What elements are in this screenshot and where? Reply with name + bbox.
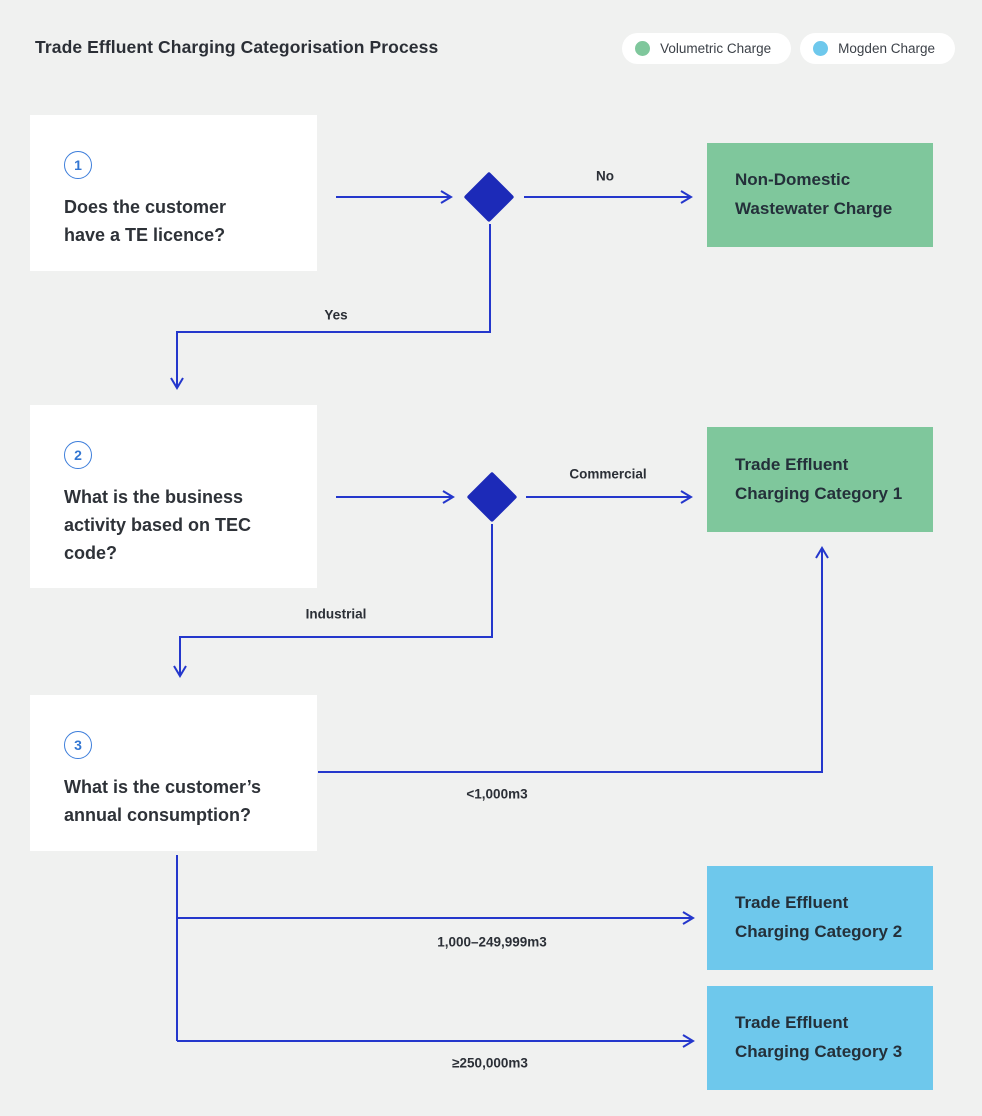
outcome-charging-category-2: Trade Effluent Charging Category 2 bbox=[707, 866, 933, 970]
step-number-badge: 2 bbox=[64, 441, 92, 469]
connector-decision1-no bbox=[524, 190, 693, 204]
connector-branch-category2 bbox=[177, 911, 695, 925]
question-card-3: 3 What is the customer’s annual consumpt… bbox=[30, 695, 317, 851]
connector-q3-under1000 bbox=[318, 546, 829, 773]
decision-diamond-2 bbox=[466, 471, 518, 523]
question-text: What is the business activity based on T… bbox=[64, 487, 252, 563]
question-card-2: 2 What is the business activity based on… bbox=[30, 405, 317, 588]
edge-label-mid-range: 1,000–249,999m3 bbox=[437, 934, 547, 950]
outcome-non-domestic-wastewater-charge: Non-Domestic Wastewater Charge bbox=[707, 143, 933, 247]
edge-label-commercial: Commercial bbox=[569, 466, 647, 482]
edge-label-over-250k: ≥250,000m3 bbox=[452, 1055, 528, 1071]
outcome-label: Non-Domestic Wastewater Charge bbox=[735, 170, 893, 218]
question-text: What is the customer’s annual consumptio… bbox=[64, 777, 262, 825]
mogden-dot-icon bbox=[813, 41, 829, 56]
question-text: Does the customer have a TE licence? bbox=[64, 197, 227, 245]
outcome-charging-category-1: Trade Effluent Charging Category 1 bbox=[707, 427, 933, 532]
legend-item-mogden: Mogden Charge bbox=[800, 33, 955, 64]
edge-label-industrial: Industrial bbox=[305, 606, 367, 622]
decision-diamond-1 bbox=[463, 171, 515, 223]
legend: Volumetric Charge Mogden Charge bbox=[622, 33, 955, 64]
edge-label-under-1000: <1,000m3 bbox=[466, 786, 528, 802]
outcome-label: Trade Effluent Charging Category 3 bbox=[735, 1013, 903, 1061]
page-title: Trade Effluent Charging Categorisation P… bbox=[35, 37, 439, 57]
step-number-badge: 3 bbox=[64, 731, 92, 759]
outcome-label: Trade Effluent Charging Category 2 bbox=[735, 893, 903, 941]
connector-decision2-commercial bbox=[526, 490, 693, 504]
volumetric-dot-icon bbox=[635, 41, 651, 56]
outcome-label: Trade Effluent Charging Category 1 bbox=[735, 454, 903, 503]
connector-q1-to-decision1 bbox=[336, 190, 453, 204]
legend-item-volumetric: Volumetric Charge bbox=[622, 33, 792, 64]
question-card-1: 1 Does the customer have a TE licence? bbox=[30, 115, 317, 271]
legend-label: Mogden Charge bbox=[838, 41, 935, 56]
legend-label: Volumetric Charge bbox=[660, 41, 772, 56]
edge-label-yes: Yes bbox=[324, 307, 348, 323]
outcome-charging-category-3: Trade Effluent Charging Category 3 bbox=[707, 986, 933, 1090]
connector-branch-category3 bbox=[177, 1034, 695, 1048]
step-number-badge: 1 bbox=[64, 151, 92, 179]
edge-label-no: No bbox=[596, 168, 614, 184]
connector-q2-to-decision2 bbox=[336, 490, 455, 504]
